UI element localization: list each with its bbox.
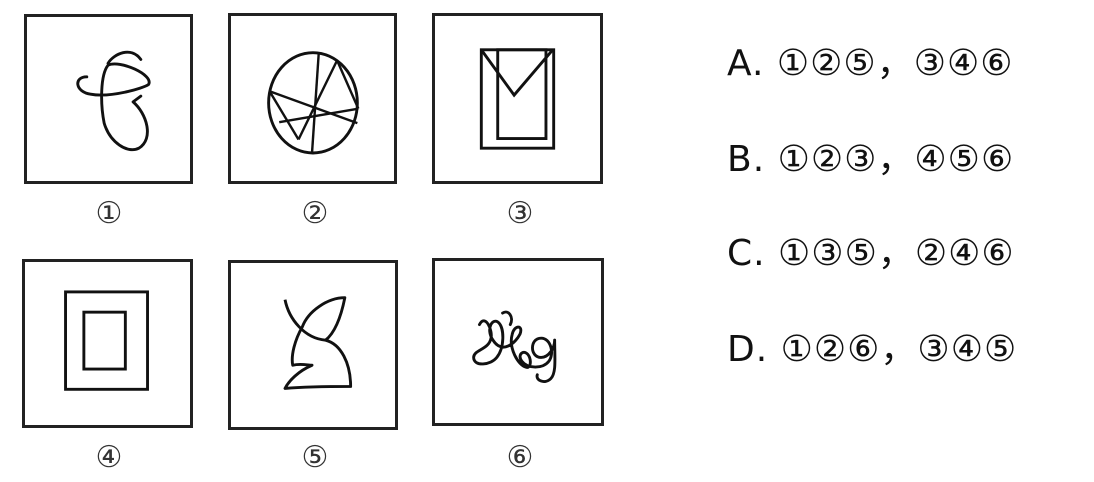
figure-4-box [22, 259, 193, 428]
option-b[interactable]: B. ①②③，④⑤⑥ [727, 139, 1015, 180]
figure-4-label: ④ [95, 440, 123, 475]
curved-horn-shape-icon [283, 296, 353, 390]
figure-6-label: ⑥ [506, 440, 534, 475]
option-c[interactable]: C. ①③⑤，②④⑥ [727, 233, 1015, 274]
figure-1-box [24, 14, 193, 184]
figure-1-label: ① [95, 196, 123, 231]
figure-5-label: ⑤ [301, 440, 329, 475]
figure-3-box [432, 13, 603, 184]
loopy-curve-icon [76, 50, 151, 152]
tangled-scribble-icon [472, 310, 557, 383]
figure-6-box [432, 258, 604, 426]
option-a[interactable]: A. ①②⑤，③④⑥ [727, 43, 1014, 84]
circle-with-star-lines-icon [267, 51, 360, 155]
nested-rectangles-v-icon [479, 48, 556, 150]
figure-3-label: ③ [506, 196, 534, 231]
figure-5-box [228, 260, 398, 430]
figure-2-box [228, 13, 397, 184]
option-d[interactable]: D. ①②⑥，③④⑤ [727, 329, 1018, 370]
concentric-rectangles-icon [64, 290, 149, 391]
figure-2-label: ② [301, 196, 329, 231]
